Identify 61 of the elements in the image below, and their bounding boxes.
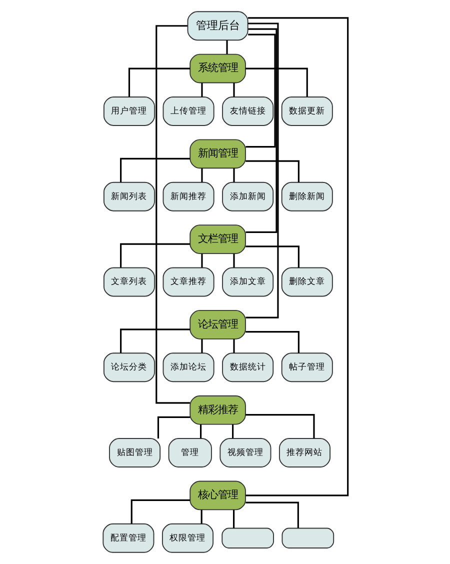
node-box: 文栏管理 — [189, 224, 246, 254]
connector — [128, 68, 190, 97]
node-box: 添加新闻 — [222, 182, 274, 212]
node-box: 删除新闻 — [280, 182, 332, 212]
connector — [245, 160, 299, 182]
node-box: 精彩推荐 — [189, 395, 246, 425]
connector — [245, 331, 299, 354]
connector — [245, 414, 314, 438]
connector — [155, 25, 190, 404]
connector — [200, 83, 202, 97]
node-box — [221, 528, 274, 548]
node-box: 配置管理 — [102, 523, 154, 553]
node-box: 论坛管理 — [189, 310, 246, 340]
node-box: 删除文章 — [280, 267, 332, 297]
connector — [200, 339, 202, 353]
connector — [245, 34, 276, 148]
connector — [200, 424, 202, 438]
node-box: 添加文章 — [222, 267, 274, 297]
connector — [156, 416, 190, 438]
connector — [245, 246, 299, 268]
connector — [120, 328, 190, 354]
node-box: 推荐网站 — [278, 438, 330, 468]
connector — [200, 510, 202, 524]
node-box: 文章推荐 — [162, 267, 214, 297]
node-box: 系统管理 — [189, 54, 246, 84]
node-box: 新闻推荐 — [162, 182, 214, 212]
node-box: 贴图管理 — [108, 438, 160, 468]
node-box: 新闻管理 — [189, 139, 246, 169]
connector — [120, 243, 190, 268]
node-box: 新闻列表 — [102, 182, 155, 212]
node-box: 数据统计 — [222, 352, 274, 382]
connector — [120, 158, 190, 182]
node-box: 添加论坛 — [162, 352, 214, 382]
node-box: 上传管理 — [162, 96, 214, 126]
connector — [130, 499, 190, 524]
connector — [245, 22, 278, 318]
connector — [245, 17, 348, 496]
connector — [232, 83, 234, 97]
node-box: 管理 — [168, 438, 212, 468]
connector — [226, 40, 228, 54]
connector — [232, 168, 234, 182]
connector — [232, 254, 234, 268]
node-box: 核心管理 — [189, 480, 246, 510]
connector — [200, 254, 202, 268]
connector — [232, 424, 234, 438]
node-box: 帖子管理 — [280, 352, 332, 382]
connector — [200, 168, 202, 182]
connector — [232, 339, 234, 353]
node-box: 用户管理 — [102, 96, 155, 126]
connector — [245, 502, 298, 528]
connector — [232, 510, 234, 528]
node-box — [281, 528, 334, 548]
node-box: 视频管理 — [219, 438, 271, 468]
connector — [245, 68, 308, 97]
node-box: 数据更新 — [280, 96, 332, 126]
node-box: 友情链接 — [222, 96, 274, 126]
node-box: 管理后台 — [186, 11, 248, 41]
node-box: 论坛分类 — [102, 352, 155, 382]
connector — [245, 28, 277, 233]
node-box: 权限管理 — [161, 523, 214, 553]
node-box: 文章列表 — [102, 267, 155, 297]
